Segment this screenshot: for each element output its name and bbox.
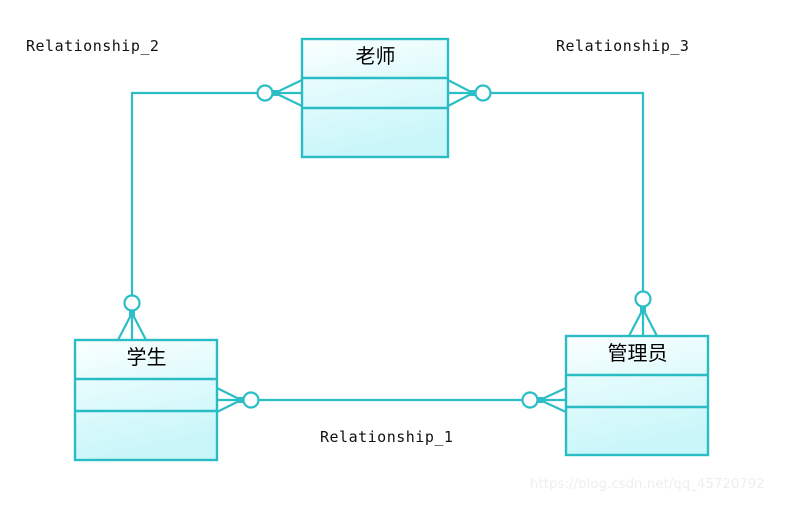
optional-marker-icon [242, 391, 260, 409]
optional-marker-icon [474, 84, 492, 102]
crow-foot-icon [537, 387, 567, 413]
optional-marker-icon [634, 290, 652, 308]
crow-foot-icon [628, 306, 658, 337]
crow-foot-icon [272, 79, 303, 107]
entity-title-teacher: 老师 [355, 44, 396, 68]
entity-teacher[interactable] [300, 37, 450, 159]
entity-student[interactable] [73, 338, 219, 462]
optional-marker-icon [123, 294, 141, 312]
watermark: https://blog.csdn.net/qq_45720792 [530, 477, 765, 492]
entity-admin[interactable] [564, 334, 710, 457]
optional-marker-icon [521, 391, 539, 409]
entity-title-admin: 管理员 [607, 341, 668, 365]
optional-marker-icon [256, 84, 274, 102]
entity-title-student: 学生 [126, 345, 167, 369]
relationship-label-relationship-1[interactable]: Relationship_1 [320, 428, 454, 446]
relationship-1-connector[interactable] [216, 387, 567, 413]
relationship-label-relationship-2[interactable]: Relationship_2 [26, 37, 160, 55]
crow-foot-icon [216, 387, 244, 413]
relationship-2-connector[interactable] [117, 79, 303, 341]
crow-foot-icon [447, 79, 476, 107]
relationship-label-relationship-3[interactable]: Relationship_3 [556, 37, 690, 55]
relationship-3-connector[interactable] [447, 79, 658, 337]
crow-foot-icon [117, 310, 147, 341]
